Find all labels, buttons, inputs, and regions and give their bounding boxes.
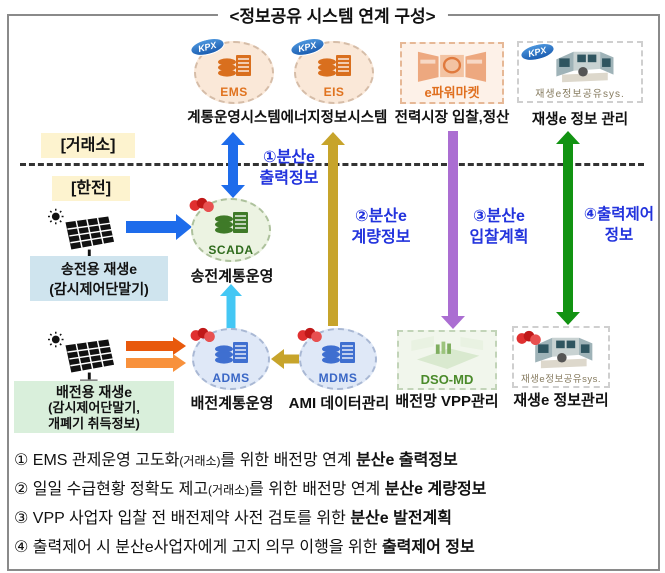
flow4-double-arrow [554, 131, 582, 325]
solar-panel-icon [48, 331, 115, 383]
system-mdms-label: AMI 데이터관리 [288, 395, 390, 412]
system-dso-md-label: 배전망 VPP관리 [395, 393, 499, 410]
trading-room-icon [417, 51, 487, 82]
system-renewable-share-top: KPX 재생e정보공유sys. [517, 40, 643, 103]
database-icon [218, 55, 251, 77]
flow1-double-arrow [219, 132, 247, 198]
flow3-down-arrow [439, 131, 467, 329]
control-desk-icon [556, 51, 614, 83]
system-code: EMS [220, 85, 248, 99]
solar-panel-icon [48, 208, 115, 260]
system-code: MDMS [318, 371, 358, 385]
orange-right-arrow-1 [126, 336, 186, 355]
kepco-logo-icon [190, 327, 215, 342]
system-dso-md: DSO-MD [397, 330, 497, 390]
system-ems: KPX EMS [188, 35, 274, 104]
note-line-3: ③ VPP 사업자 입찰 전 배전제약 사전 검토를 위한 분산e 발전계획 [14, 510, 452, 527]
system-ems-label: 계통운영시스템 [187, 110, 281, 126]
kepco-logo-icon [516, 330, 541, 345]
system-code: ADMS [212, 371, 250, 385]
note-line-1: ① EMS 관제운영 고도화(거래소)를 위한 배전망 연계 분산e 출력정보 [14, 452, 458, 469]
orange-right-arrow-2 [126, 353, 186, 372]
system-renewable-bottom-label: 재생e 정보관리 [513, 392, 609, 409]
database-icon [318, 55, 351, 77]
renewable-share-caption: 재생e정보공유sys. [535, 89, 625, 100]
epower-caption: e파워마켓 [424, 85, 480, 100]
grid-map-icon [411, 335, 483, 369]
renewable-share-caption: 재생e정보공유sys. [520, 374, 602, 385]
system-mdms: MDMS [297, 327, 377, 390]
system-code: SCADA [208, 243, 254, 257]
diagram-title: <정보공유 시스템 연계 구성> [217, 2, 448, 27]
system-eis: KPX EIS [288, 35, 374, 104]
flow2-up-arrow [319, 132, 347, 326]
database-icon [322, 342, 355, 364]
note-line-4: ④ 출력제어 시 분산e사업자에게 고지 의무 이행을 위한 출력제어 정보 [14, 539, 475, 556]
kepco-logo-icon [189, 197, 214, 212]
source-box-transmission: 송전용 재생e (감시제어단말기) [30, 256, 168, 301]
source-box-distribution: 배전용 재생e (감시제어단말기, 개폐기 취득정보) [14, 381, 174, 433]
system-epower-label: 전력시장 입찰,정산 [394, 110, 510, 126]
zone-label-exchange: [거래소] [41, 133, 135, 158]
control-desk-icon [535, 337, 593, 369]
system-renewable-share-bottom: 재생e정보공유sys. [512, 326, 610, 388]
system-eis-label: 에너지정보시스템 [280, 110, 388, 126]
zone-label-kepco: [한전] [52, 176, 130, 201]
database-icon [215, 342, 248, 364]
system-adms: ADMS [190, 327, 270, 390]
system-scada-label: 송전계통운영 [190, 268, 274, 285]
gold-left-arrow [271, 349, 299, 369]
system-renewable-top-label: 재생e 정보 관리 [531, 112, 629, 128]
cyan-up-arrow [218, 284, 244, 331]
system-adms-label: 배전계통운영 [190, 395, 274, 412]
dso-md-caption: DSO-MD [420, 372, 474, 387]
note-line-2: ② 일일 수급현황 정확도 제고(거래소)를 위한 배전망 연계 분산e 계량정… [14, 481, 487, 498]
system-scada: SCADA [189, 197, 271, 262]
kepco-logo-icon [297, 327, 322, 342]
blue-right-arrow [126, 214, 192, 240]
database-icon [215, 212, 248, 234]
system-epower-market: e파워마켓 [400, 42, 504, 104]
system-code: EIS [323, 85, 345, 99]
